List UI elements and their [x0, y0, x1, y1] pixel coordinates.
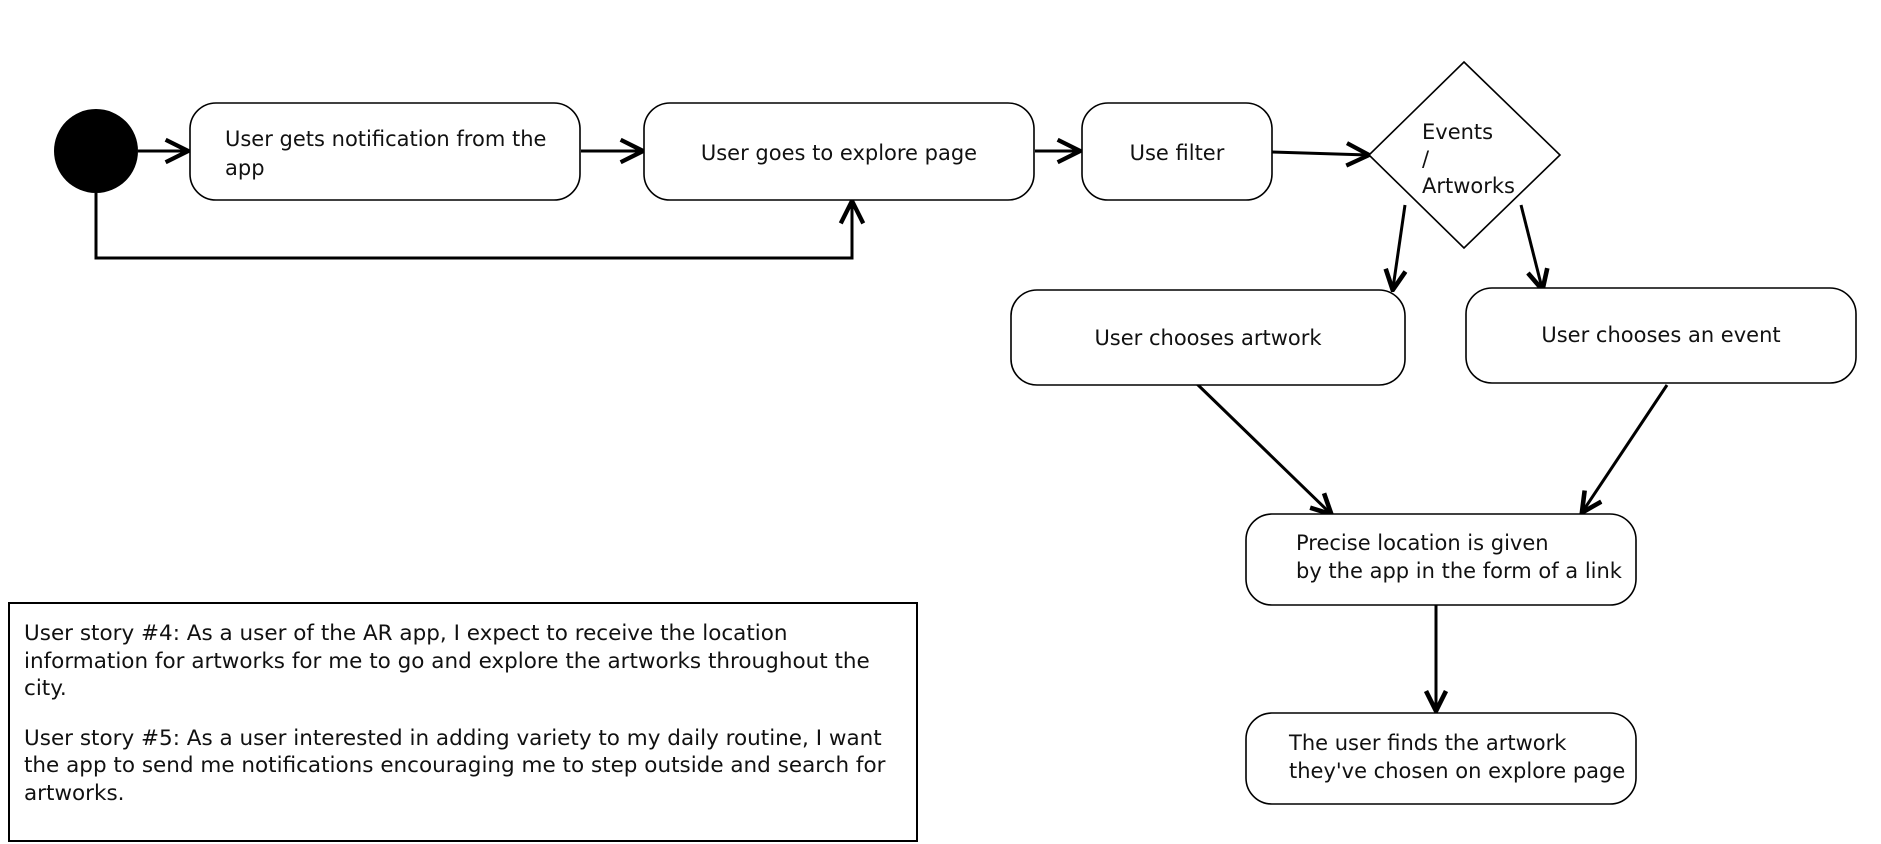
user-story-5-text: User story #5: As a user interested in a… [24, 725, 893, 806]
node-user-goes-to-explore-page [643, 102, 1035, 201]
edge-filter-to-decision [1271, 152, 1368, 155]
node-precise-location-label-line2: by the app in the form of a link [1296, 559, 1623, 583]
node-user-chooses-an-event-label: User chooses an event [1541, 323, 1780, 347]
edge-event-to-location [1583, 384, 1669, 511]
node-user-chooses-artwork-label: User chooses artwork [1094, 326, 1322, 350]
node-use-filter [1081, 102, 1273, 201]
node-decision-label-line1: Events [1422, 120, 1493, 144]
user-story-4-text: User story #4: As a user of the AR app, … [24, 621, 877, 702]
node-user-gets-notification [189, 102, 581, 201]
edge-artwork-to-location [1194, 381, 1330, 513]
node-decision-label-line2: / [1422, 147, 1430, 171]
edge-loop-back [94, 193, 852, 260]
user-story-note-box: User story #4: As a user of the AR app, … [8, 602, 918, 842]
node-precise-location-label-line1: Precise location is given [1296, 531, 1549, 555]
start-node [54, 109, 138, 193]
node-user-goes-to-explore-page-label: User goes to explore page [701, 141, 977, 165]
edge-decision-to-artwork [1393, 204, 1405, 288]
node-user-finds-artwork-label-line2: they've chosen on explore page [1289, 759, 1625, 783]
node-user-finds-artwork [1245, 712, 1637, 805]
edge-decision-to-event [1519, 204, 1542, 288]
node-decision-label-line3: Artworks [1422, 174, 1515, 198]
node-precise-location [1245, 513, 1637, 606]
node-user-chooses-an-event [1465, 287, 1857, 384]
node-user-chooses-artwork [1010, 289, 1406, 386]
node-user-gets-notification-label-line1: User gets notification from the [225, 127, 546, 151]
node-user-gets-notification-label-line2: app [225, 156, 265, 180]
node-user-finds-artwork-label-line1: The user finds the artwork [1288, 731, 1567, 755]
node-use-filter-label: Use filter [1130, 141, 1225, 165]
story-spacer [24, 703, 902, 725]
node-decision-events-artworks [1367, 60, 1562, 250]
